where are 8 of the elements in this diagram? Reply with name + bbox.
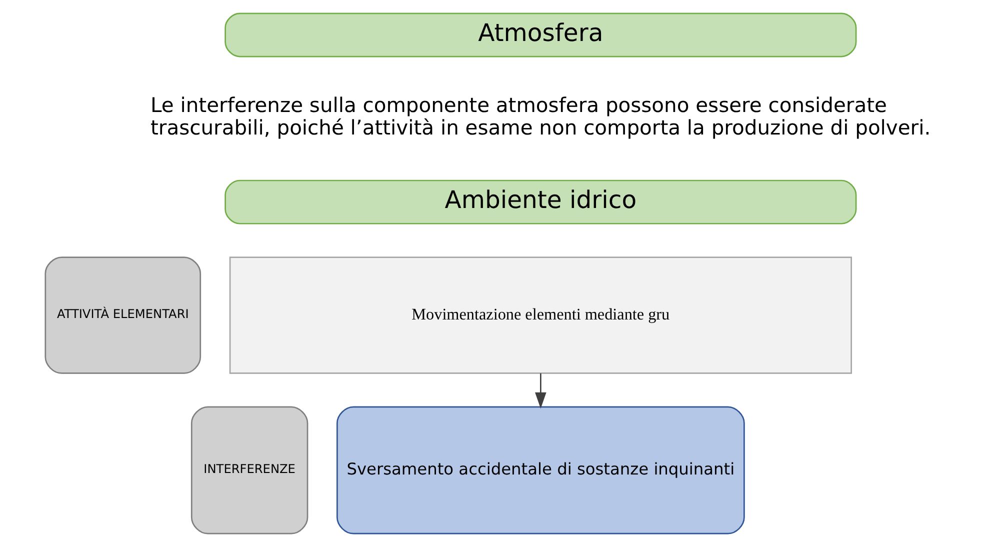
node-box: INTERFERENZE	[190, 406, 308, 534]
node-box: Movimentazione elementi mediante gru	[229, 256, 852, 374]
label: Le interferenze sulla componente atmosfera possono essere considerate trascurabili, poiché l’attività in esame non comporta la produzione di polveri.	[150, 92, 931, 140]
node-box: ATTIVITÀ ELEMENTARI	[44, 256, 202, 374]
node-box: Sversamento accidentale di sostanze inquinanti	[336, 406, 745, 534]
node-box: Ambiente idrico	[224, 180, 857, 224]
node-box: Atmosfera	[224, 12, 857, 58]
arrow	[535, 373, 546, 409]
